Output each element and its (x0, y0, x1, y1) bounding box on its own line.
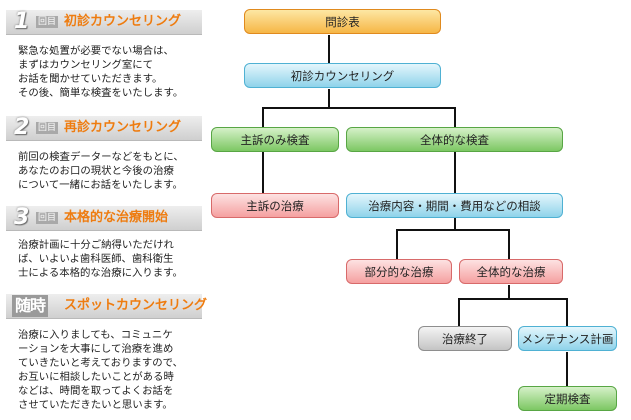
connector (396, 229, 510, 231)
connector (566, 352, 568, 386)
chief-complaint-exam-node: 主訴のみ検査 (211, 127, 339, 152)
treatment-end-node: 治療終了 (418, 326, 512, 351)
step-3-line: ば、いよいよ歯科医師、歯科衛生 (18, 253, 174, 265)
step-4-line: 治療に入りましても、コミュニケ (18, 329, 173, 341)
initial-counseling-node: 初診カウンセリング (244, 63, 441, 88)
step-3-title: 本格的な治療開始 (64, 210, 169, 225)
full-exam-node: 全体的な検査 (346, 127, 563, 152)
connector (454, 152, 456, 193)
step-1-counter: 回目 (36, 16, 59, 28)
connector (328, 89, 330, 108)
step-4-line: お互いに相談したいことがある時 (18, 371, 174, 383)
connector (262, 107, 264, 127)
step-4-line: などは、時間を取ってよくお話を (18, 385, 174, 397)
step-1-line: 緊急な処置が必要でない場合は、 (18, 45, 174, 57)
connector (508, 229, 510, 259)
step-2-counter: 回目 (36, 122, 59, 134)
step-2-line: 前回の検査データーなどをもとに、 (18, 151, 184, 163)
chief-complaint-treatment-node: 主訴の治療 (211, 193, 339, 218)
connector (454, 107, 456, 127)
step-1-line: まずはカウンセリング室にて (18, 59, 154, 71)
step-1-line: お話を聞かせていただきます。 (18, 73, 163, 85)
step-3-counter: 回目 (36, 212, 59, 224)
connector (454, 218, 456, 230)
full-treatment-node: 全体的な治療 (459, 259, 563, 284)
step-2-title: 再診カウンセリング (64, 120, 182, 135)
regular-checkup-node: 定期検査 (518, 386, 617, 411)
step-1-header: 1 回目 初診カウンセリング (6, 10, 202, 35)
connector (458, 298, 568, 300)
consultation-node: 治療内容・期間・費用などの相談 (346, 193, 563, 218)
partial-treatment-node: 部分的な治療 (346, 259, 452, 284)
maintenance-plan-node: メンテナンス計画 (518, 326, 617, 351)
step-2-description: 前回の検査データーなどをもとに、 あなたのお口の現状と今後の治療 について一緒に… (18, 150, 204, 192)
connector (328, 35, 330, 63)
step-3-header: 3 回目 本格的な治療開始 (6, 206, 202, 231)
step-4-title: スポットカウンセリング (64, 298, 208, 313)
step-3-description: 治療計画に十分ご納得いただけれ ば、いよいよ歯科医師、歯科衛生 士による本格的な… (18, 238, 204, 280)
step-3-number: 3 (14, 205, 30, 230)
step-2-line: について一緒にお話をいたします。 (18, 179, 183, 191)
step-1-line: その後、簡単な検査をいたします。 (18, 87, 184, 99)
step-4-line: ーションを大事にして治療を進め (18, 343, 174, 355)
connector (566, 298, 568, 326)
step-1-title: 初診カウンセリング (64, 14, 182, 29)
questionnaire-node: 問診表 (244, 9, 441, 34)
step-2-number: 2 (14, 115, 30, 140)
connector (508, 285, 510, 299)
connector (396, 229, 398, 259)
step-3-line: 治療計画に十分ご納得いただけれ (18, 239, 174, 251)
step-2-header: 2 回目 再診カウンセリング (6, 116, 202, 141)
step-1-description: 緊急な処置が必要でない場合は、 まずはカウンセリング室にて お話を聞かせていただ… (18, 44, 204, 100)
step-4-description: 治療に入りましても、コミュニケ ーションを大事にして治療を進め ていきたいと考え… (18, 328, 204, 412)
step-4-line: ていきたいと考えておりますので、 (18, 357, 184, 369)
step-4-line: させていただきたいと思います。 (18, 399, 173, 411)
step-4-header: 随時 スポットカウンセリング (6, 294, 207, 319)
step-1-number: 1 (14, 9, 30, 34)
connector (262, 152, 264, 193)
step-3-line: 士による本格的な治療に入ります。 (18, 267, 183, 279)
step-4-number: 随時 (12, 295, 49, 317)
step-2-line: あなたのお口の現状と今後の治療 (18, 165, 174, 177)
connector (458, 298, 460, 326)
connector (262, 107, 456, 109)
